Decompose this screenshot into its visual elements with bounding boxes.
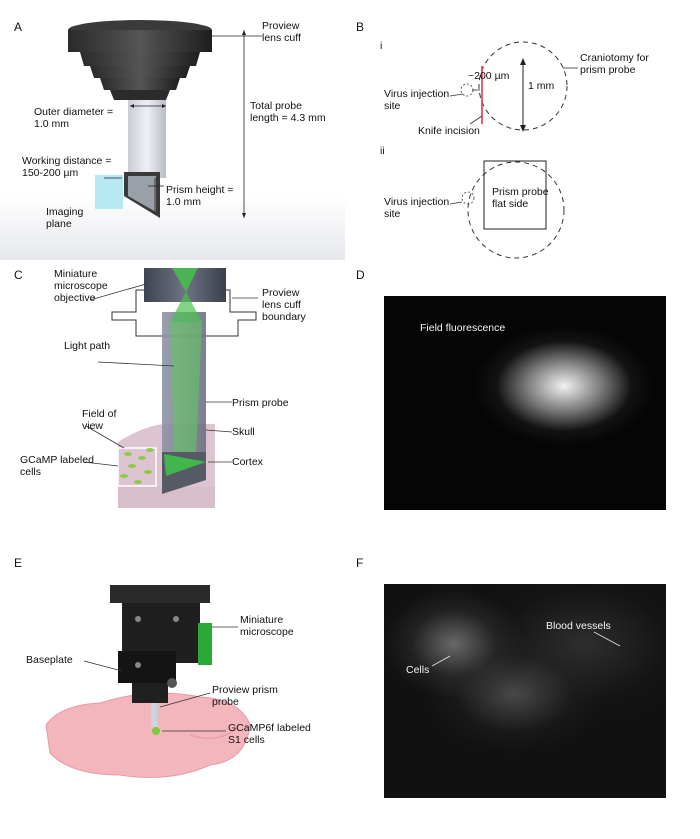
microscope-top [110,585,210,603]
light-path-schematic [83,268,258,508]
baseplate [118,651,176,683]
virus-site-circle-ii [461,191,475,205]
field-of-view-box [117,447,157,487]
label-prism-probe: Prism probe [232,397,289,409]
s1-cells [152,727,160,735]
label-distance: ~200 µm [468,70,510,82]
panel-letter-a: A [14,20,23,34]
light-path [170,322,202,452]
mouse-brain [45,692,251,778]
sub-i: i [380,40,383,52]
label-field-fluorescence: Field fluorescence [420,322,506,334]
craniotomy-circle-i [478,41,568,131]
panel-letter-d: D [356,268,365,282]
prism-probe-render [0,20,345,260]
label-skull: Skull [232,426,255,438]
prism-flat-square [483,160,547,230]
craniotomy-circle-ii [467,161,565,259]
cuff-boundary [111,289,257,337]
label-light-path: Light path [64,340,111,352]
probe [151,703,157,727]
label-cells: Cells [406,664,430,676]
panel-letter-c: C [14,268,23,282]
green-board [198,623,212,665]
label-prism-height: Prism height =1.0 mm [166,184,234,208]
label-outer-diameter: Outer diameter =1.0 mm [34,106,114,130]
floor-shadow [0,195,345,260]
glass-rod [128,100,166,178]
label-baseplate: Baseplate [26,654,73,666]
cells-vessels-image [384,584,666,798]
panel-letter-e: E [14,556,23,570]
panel-letter-b: B [356,20,365,34]
panel-letter-f: F [356,556,364,570]
imaging-plane [95,175,123,209]
craniotomy-diagrams [449,41,578,259]
label-knife-incision: Knife incision [418,125,480,137]
label-cortex: Cortex [232,456,263,468]
gcamp-cells [120,448,154,484]
sub-ii: ii [380,145,385,157]
field-fluorescence-image [384,296,666,510]
label-blood-vessels: Blood vessels [546,620,611,632]
panel-f-leaders [431,631,621,667]
label-working-distance: Working distance =150-200 µm [22,155,112,179]
label-one-mm: 1 mm [528,80,555,92]
mouse-microscope-render [45,585,251,778]
